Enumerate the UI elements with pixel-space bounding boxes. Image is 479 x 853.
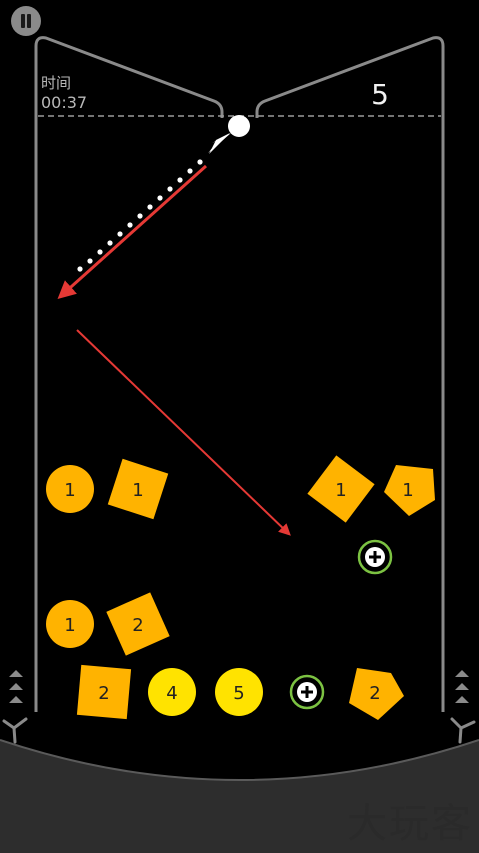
plus-icon [301,686,313,698]
fan-icon [450,717,476,744]
time-label: 时间 [41,74,72,92]
chevron-up-icon [455,670,469,703]
brick-circle: 1 [46,600,94,648]
fan-icon [2,717,28,744]
brick-square: 1 [307,455,375,523]
brick-circle: 4 [148,668,196,716]
brick-value: 2 [369,683,380,704]
right-wall [255,36,445,712]
brick-value: 1 [64,615,75,636]
brick-circle: 1 [46,465,94,513]
brick-value: 1 [402,480,413,501]
brick-pentagon: 2 [349,668,404,720]
annotation-arrow-upper [57,164,208,300]
left-wall [34,36,224,712]
brick-value: 1 [132,480,143,501]
brick-square: 2 [76,664,132,720]
powerup-extra-ball [289,674,325,710]
brick-value: 4 [166,683,177,704]
brick-circle: 5 [215,668,263,716]
brick-pentagon: 1 [384,465,435,516]
plus-icon [369,551,381,563]
annotation-arrow-lower [76,329,291,536]
time-value: 00:37 [41,93,88,112]
score-counter: 5 [371,78,389,111]
chevron-up-icon [9,670,23,703]
brick-square: 2 [106,592,170,656]
aim-pointer-head [209,133,230,154]
pause-button[interactable] [11,6,41,36]
aim-trajectory [77,159,203,272]
launcher-ball[interactable] [228,115,250,137]
brick-value: 1 [335,480,346,501]
floor-edge [0,739,479,781]
watermark: 大玩客 [347,801,473,847]
brick-value: 5 [233,683,244,704]
brick-value: 2 [132,615,143,636]
floor-tray [0,740,479,853]
powerup-extra-ball [357,539,393,575]
brick-value: 2 [98,683,109,704]
brick-value: 1 [64,480,75,501]
brick-square: 1 [107,458,169,520]
